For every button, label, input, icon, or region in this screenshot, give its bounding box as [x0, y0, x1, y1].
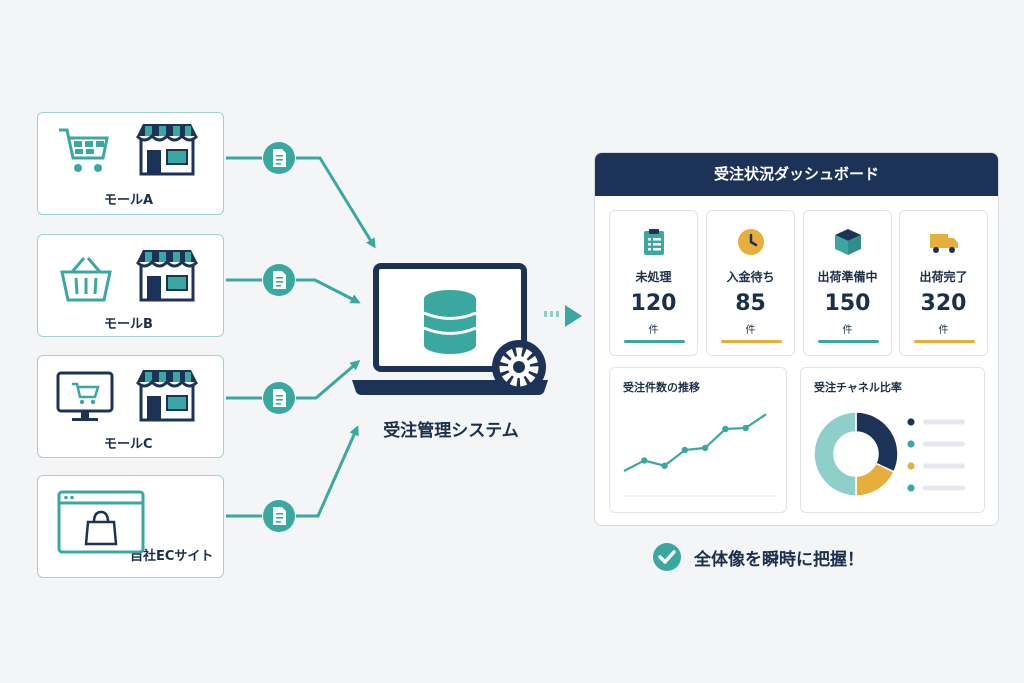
kpi-card-unprocessed: 未処理 120 件: [609, 210, 698, 356]
truck-icon: [930, 234, 958, 253]
trend-line: [623, 413, 767, 472]
kpi-unit: 件: [745, 325, 756, 336]
legend-dot: [907, 484, 915, 492]
source-label: モールA: [104, 193, 154, 208]
kpi-bar: [818, 340, 879, 343]
database-icon: [423, 290, 477, 354]
legend-placeholder-bar: [923, 441, 965, 447]
document-icon: [263, 264, 295, 296]
kpi-value: 320: [920, 291, 967, 316]
check-circle-icon: [653, 543, 681, 571]
clock-icon: [738, 229, 764, 255]
kpi-unit: 件: [938, 325, 949, 336]
arrow-d: [296, 425, 359, 518]
donut-slice: [813, 411, 857, 497]
flow-arrow-head: [565, 305, 582, 327]
kpi-card-awaiting-payment: 入金待ち 85 件: [706, 210, 795, 356]
footer-text: 全体像を瞬時に把握！: [694, 549, 864, 570]
ratio-panel: 受注チャネル比率: [800, 367, 985, 513]
package-icon: [835, 229, 861, 255]
trend-point: [661, 462, 668, 469]
legend-dot: [907, 418, 915, 426]
dashboard-title: 受注状況ダッシュボード: [595, 153, 998, 196]
kpi-label: 未処理: [635, 270, 672, 284]
kpi-bar: [624, 340, 685, 343]
document-icon: [263, 500, 295, 532]
clipboard-icon: [644, 229, 664, 255]
kpi-bar: [914, 340, 975, 343]
system-label: 受注管理システム: [383, 421, 519, 441]
kpi-value: 85: [735, 291, 766, 316]
trend-line-chart: [623, 413, 776, 497]
kpi-label: 出荷準備中: [817, 270, 878, 284]
trend-panel: 受注件数の推移: [609, 367, 787, 513]
kpi-unit: 件: [648, 325, 659, 336]
legend-dot: [907, 440, 915, 448]
kpi-bar: [721, 340, 782, 343]
legend-placeholder-bar: [923, 463, 965, 469]
donut-slice: [855, 411, 899, 473]
document-icon: [263, 382, 295, 414]
trend-point: [722, 425, 729, 433]
kpi-label: 出荷完了: [919, 270, 968, 284]
dashboard-panel: 受注状況ダッシュボード 未処理 120 件 入金待ち 85 件 出荷準備中 15: [594, 152, 999, 526]
arrow-b: [296, 278, 361, 304]
footer-message: 全体像を瞬時に把握！: [652, 540, 864, 574]
kpi-card-shipped: 出荷完了 320 件: [899, 210, 988, 356]
channel-donut-chart: [813, 411, 965, 497]
trend-panel-title: 受注件数の推移: [623, 381, 700, 394]
kpi-unit: 件: [842, 325, 853, 336]
trend-point: [681, 446, 689, 454]
legend-placeholder-bar: [923, 485, 965, 491]
kpi-value: 150: [824, 291, 871, 316]
source-label: 自社ECサイト: [130, 549, 214, 564]
kpi-value: 120: [630, 291, 677, 316]
legend-placeholder-bar: [923, 419, 965, 425]
gear-icon: [492, 340, 546, 394]
trend-point: [742, 424, 749, 432]
arrow-a: [296, 156, 376, 249]
kpi-card-preparing-shipment: 出荷準備中 150 件: [803, 210, 892, 356]
arrow-c: [296, 360, 361, 400]
trend-point: [641, 457, 648, 464]
legend-dot: [907, 462, 915, 470]
trend-point: [701, 444, 709, 452]
ratio-panel-title: 受注チャネル比率: [814, 381, 902, 394]
source-label: モールB: [104, 317, 153, 332]
kpi-label: 入金待ち: [726, 270, 775, 284]
source-label: モールC: [104, 437, 153, 452]
document-icon: [263, 142, 295, 174]
